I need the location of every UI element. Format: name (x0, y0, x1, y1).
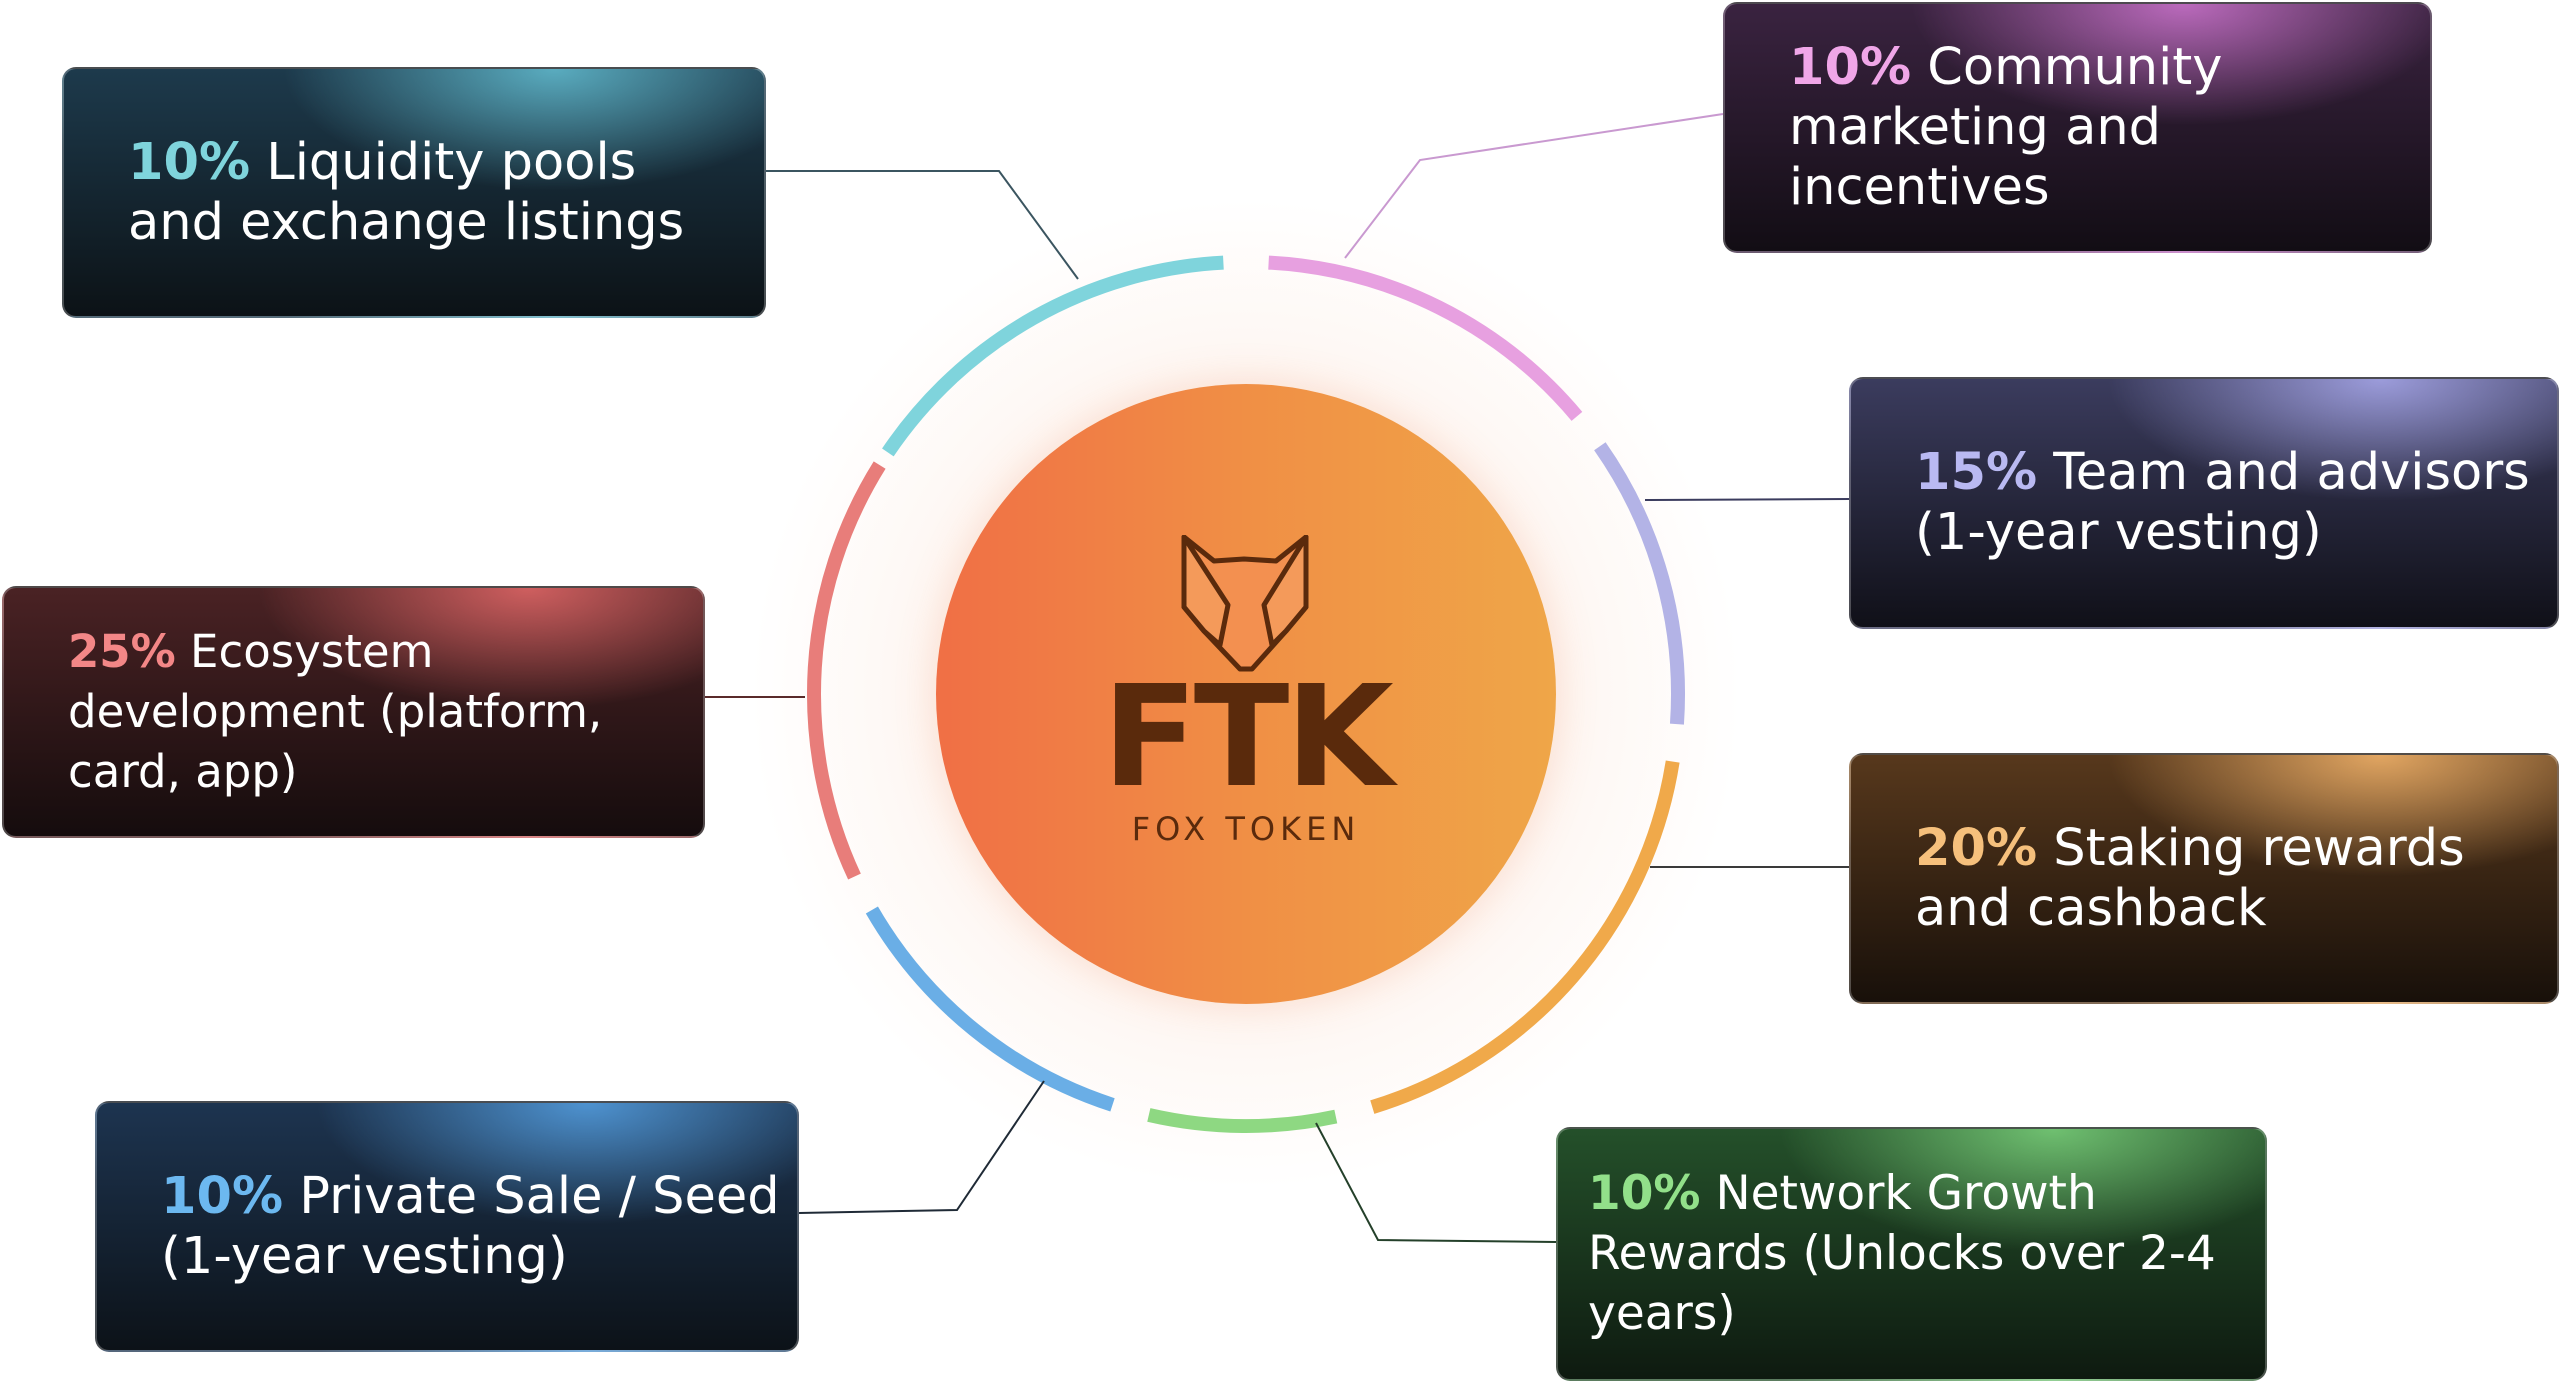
token-name: FOX TOKEN (1131, 810, 1361, 848)
connector-community (1344, 113, 1724, 259)
ring-segment-team (1594, 442, 1685, 725)
allocation-ring (807, 255, 1685, 1133)
connector-team (1644, 498, 1850, 501)
ring-segment-staking (1370, 760, 1680, 1114)
allocation-card-team: 15% Team and advisors (1-year vesting) (1849, 377, 2559, 629)
allocation-card-private: 10% Private Sale / Seed (1-year vesting) (95, 1101, 799, 1352)
connector-network (1315, 1122, 1557, 1243)
allocation-percent: 10% (161, 1166, 284, 1226)
allocation-label: Liquidity pools and exchange listings (128, 132, 685, 252)
token-symbol: FTK (1102, 656, 1394, 819)
allocation-percent: 15% (1915, 443, 2038, 502)
allocation-percent: 10% (128, 132, 251, 192)
allocation-label: Ecosystem development (platform, card, a… (68, 625, 603, 798)
allocation-label: Community marketing and incentives (1789, 37, 2223, 217)
allocation-label: Private Sale / Seed (1-year vesting) (161, 1166, 780, 1286)
ring-segment-community (1268, 255, 1583, 421)
allocation-card-network: 10% Network Growth Rewards (Unlocks over… (1556, 1127, 2267, 1381)
allocation-card-staking: 20% Staking rewards and cashback (1849, 753, 2559, 1004)
token-disc (936, 384, 1556, 1004)
ring-segment-private (865, 906, 1115, 1112)
allocation-label: Network Growth Rewards (Unlocks over 2-4… (1588, 1166, 2216, 1341)
allocation-card-community: 10% Community marketing and incentives (1723, 2, 2432, 253)
ring-segment-liquidity (882, 255, 1224, 457)
ring-segment-network (1147, 1108, 1338, 1133)
allocation-percent: 25% (68, 625, 176, 678)
allocation-card-liquidity: 10% Liquidity pools and exchange listing… (62, 67, 766, 318)
allocation-card-ecosystem: 25% Ecosystem development (platform, car… (2, 586, 705, 838)
allocation-percent: 20% (1915, 818, 2038, 878)
connector-liquidity (766, 170, 1079, 280)
connector-private (798, 1080, 1045, 1214)
allocation-percent: 10% (1588, 1166, 1701, 1221)
fox-head-icon (1181, 535, 1309, 672)
allocation-label: Staking rewards and cashback (1915, 818, 2465, 938)
allocation-label: Team and advisors (1-year vesting) (1915, 443, 2530, 562)
ring-segment-ecosystem (807, 461, 886, 880)
allocation-percent: 10% (1789, 37, 1912, 97)
